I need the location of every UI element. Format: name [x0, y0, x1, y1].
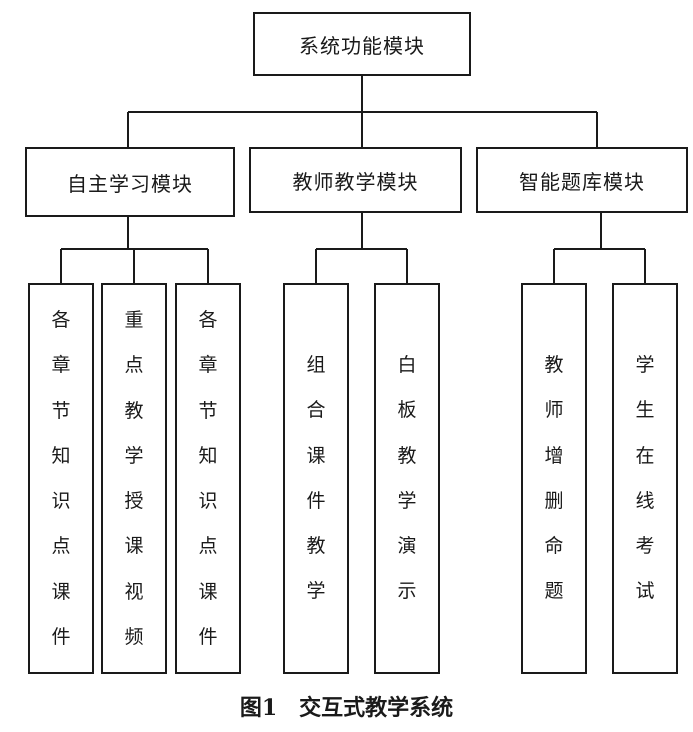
- leaf-char: 频: [124, 626, 144, 649]
- leaf-char: 命: [544, 535, 564, 558]
- module-label-teacher-teaching: 教师教学模块: [292, 169, 419, 194]
- figure-number: 图1: [239, 695, 278, 721]
- leaf-char: 点: [124, 354, 144, 377]
- leaf-char: 各: [198, 309, 218, 331]
- leaf-char: 章: [198, 354, 218, 377]
- leaf-char: 师: [544, 399, 564, 422]
- leaf-char: 试: [635, 580, 655, 603]
- leaf-box-whiteboard-demo: 白板教学演示: [374, 283, 440, 674]
- leaf-char: 教: [124, 399, 144, 422]
- module-box-self-study: 自主学习模块: [25, 147, 235, 217]
- leaf-char: 重: [124, 309, 144, 331]
- leaf-char: 教: [544, 354, 564, 376]
- leaf-char: 演: [397, 535, 417, 558]
- leaf-char: 组: [306, 354, 326, 376]
- leaf-box-key-teaching-video: 重点教学授课视频: [101, 283, 167, 674]
- leaf-char: 知: [198, 444, 218, 467]
- leaf-char: 白: [397, 354, 417, 376]
- leaf-box-combined-courseware: 组合课件教学: [283, 283, 349, 674]
- leaf-char: 识: [51, 490, 71, 513]
- leaf-char: 学: [397, 489, 417, 512]
- leaf-char: 教: [306, 535, 326, 558]
- leaf-char: 考: [635, 535, 655, 558]
- leaf-char: 点: [51, 535, 71, 558]
- leaf-char: 线: [635, 489, 655, 512]
- leaf-char: 合: [306, 399, 326, 422]
- leaf-char: 板: [397, 399, 417, 422]
- figure-title: 交互式教学系统: [299, 695, 454, 721]
- leaf-char: 点: [198, 535, 218, 558]
- module-label-smart-question-bank: 智能题库模块: [519, 169, 645, 194]
- leaf-char: 件: [306, 489, 326, 512]
- root-module-box: 系统功能模块: [253, 12, 471, 76]
- leaf-char: 课: [124, 535, 144, 558]
- leaf-char: 增: [544, 444, 564, 467]
- leaf-char: 学: [635, 354, 655, 376]
- leaf-char: 授: [124, 490, 144, 513]
- leaf-char: 课: [306, 444, 326, 467]
- leaf-box-teacher-edit-questions: 教师增删命题: [521, 283, 587, 674]
- root-module-label: 系统功能模块: [299, 33, 425, 58]
- leaf-char: 节: [51, 399, 71, 422]
- leaf-char: 生: [635, 399, 655, 422]
- leaf-box-student-online-exam: 学生在线考试: [612, 283, 678, 674]
- figure-caption: 图1 交互式教学系统: [0, 690, 693, 722]
- module-label-self-study: 自主学习模块: [67, 171, 193, 196]
- module-box-teacher-teaching: 教师教学模块: [249, 147, 462, 213]
- leaf-char: 删: [544, 489, 564, 512]
- leaf-char: 件: [198, 626, 218, 649]
- leaf-char: 各: [51, 309, 71, 331]
- leaf-char: 示: [397, 580, 417, 603]
- leaf-char: 节: [198, 399, 218, 422]
- leaf-char: 学: [124, 444, 144, 467]
- leaf-char: 学: [306, 580, 326, 603]
- leaf-char: 题: [544, 580, 564, 603]
- leaf-char: 件: [51, 626, 71, 649]
- module-box-smart-question-bank: 智能题库模块: [476, 147, 688, 213]
- leaf-char: 视: [124, 580, 144, 603]
- leaf-char: 章: [51, 354, 71, 377]
- leaf-char: 课: [198, 580, 218, 603]
- leaf-char: 课: [51, 580, 71, 603]
- leaf-char: 知: [51, 444, 71, 467]
- leaf-box-chapter-courseware-2: 各章节知识点课件: [175, 283, 241, 674]
- leaf-box-chapter-courseware-1: 各章节知识点课件: [28, 283, 94, 674]
- leaf-char: 在: [635, 444, 655, 467]
- leaf-char: 教: [397, 444, 417, 467]
- leaf-char: 识: [198, 490, 218, 513]
